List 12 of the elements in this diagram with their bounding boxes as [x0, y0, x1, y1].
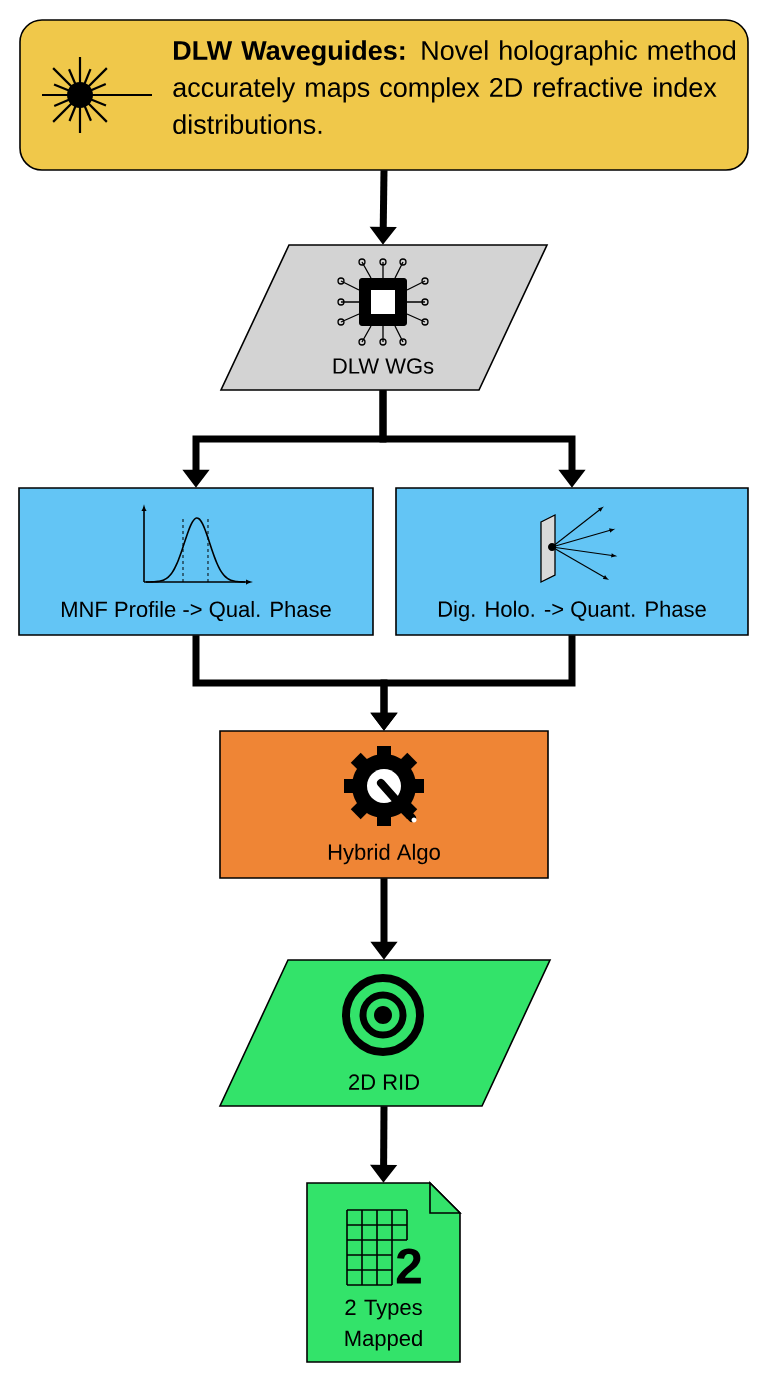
- process-box: [395, 487, 749, 636]
- process-box: [219, 730, 549, 879]
- node-label: 2 Types Mapped: [345, 1299, 422, 1351]
- node-label: MNF Profile -> Qual. Phase: [62, 600, 331, 622]
- digit-label: 2: [396, 1248, 421, 1284]
- node-label: Hybrid Algo: [328, 843, 440, 865]
- headline-text: DLW Waveguides: Novel holographic method accurately maps complex 2D refractive index distributions.: [173, 40, 736, 135]
- node-label: DLW WGs: [333, 358, 434, 374]
- node-label: Dig. Holo. -> Quant. Phase: [439, 600, 706, 622]
- node-label: 2D RID: [349, 1074, 419, 1090]
- title-box: [19, 19, 749, 171]
- process-box: [18, 487, 374, 636]
